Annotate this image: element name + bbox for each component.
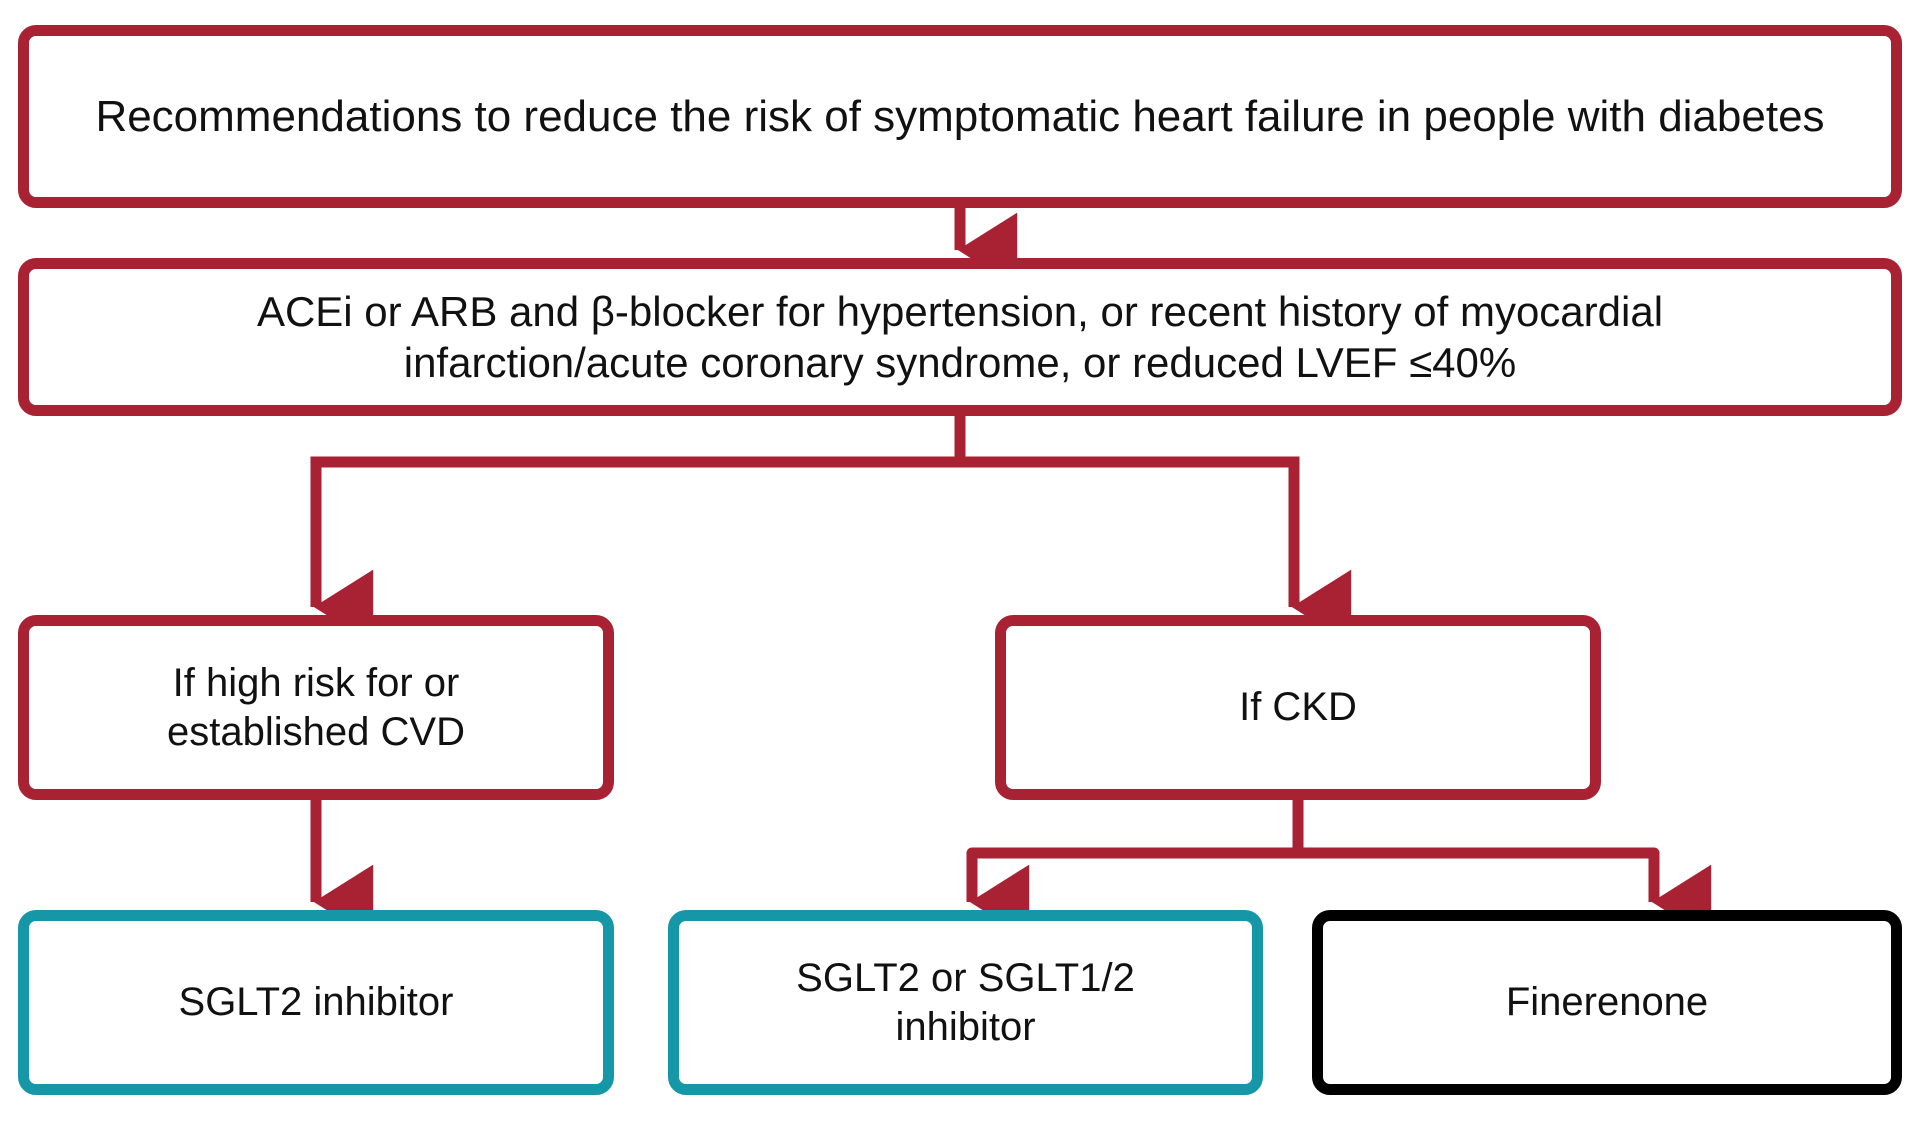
edge-criteria-split xyxy=(310,416,1352,645)
node-finerenone-label: Finerenone xyxy=(1505,980,1709,1025)
node-sglt12-label: SGLT2 or SGLT1/2 inhibitor xyxy=(796,955,1135,1049)
node-ckd-label: If CKD xyxy=(1239,685,1357,730)
node-if-ckd: If CKD xyxy=(995,615,1601,800)
node-finerenone: Finerenone xyxy=(1312,910,1902,1095)
node-title-label: Recommendations to reduce the risk of sy… xyxy=(95,91,1825,141)
node-if-high-risk-cvd: If high risk for or established CVD xyxy=(18,615,614,800)
node-recommendations-title: Recommendations to reduce the risk of sy… xyxy=(18,25,1902,208)
node-sglt2-inhibitor: SGLT2 inhibitor xyxy=(18,910,614,1095)
edge-ckd-split xyxy=(966,800,1712,940)
node-sglt2-label: SGLT2 inhibitor xyxy=(178,980,454,1025)
node-sglt2-or-sglt1-2-inhibitor: SGLT2 or SGLT1/2 inhibitor xyxy=(668,910,1263,1095)
node-treatment-criteria: ACEi or ARB and β-blocker for hypertensi… xyxy=(18,258,1902,416)
node-cvd-label: If high risk for or established CVD xyxy=(167,660,465,754)
node-criteria-label: ACEi or ARB and β-blocker for hypertensi… xyxy=(256,287,1664,386)
